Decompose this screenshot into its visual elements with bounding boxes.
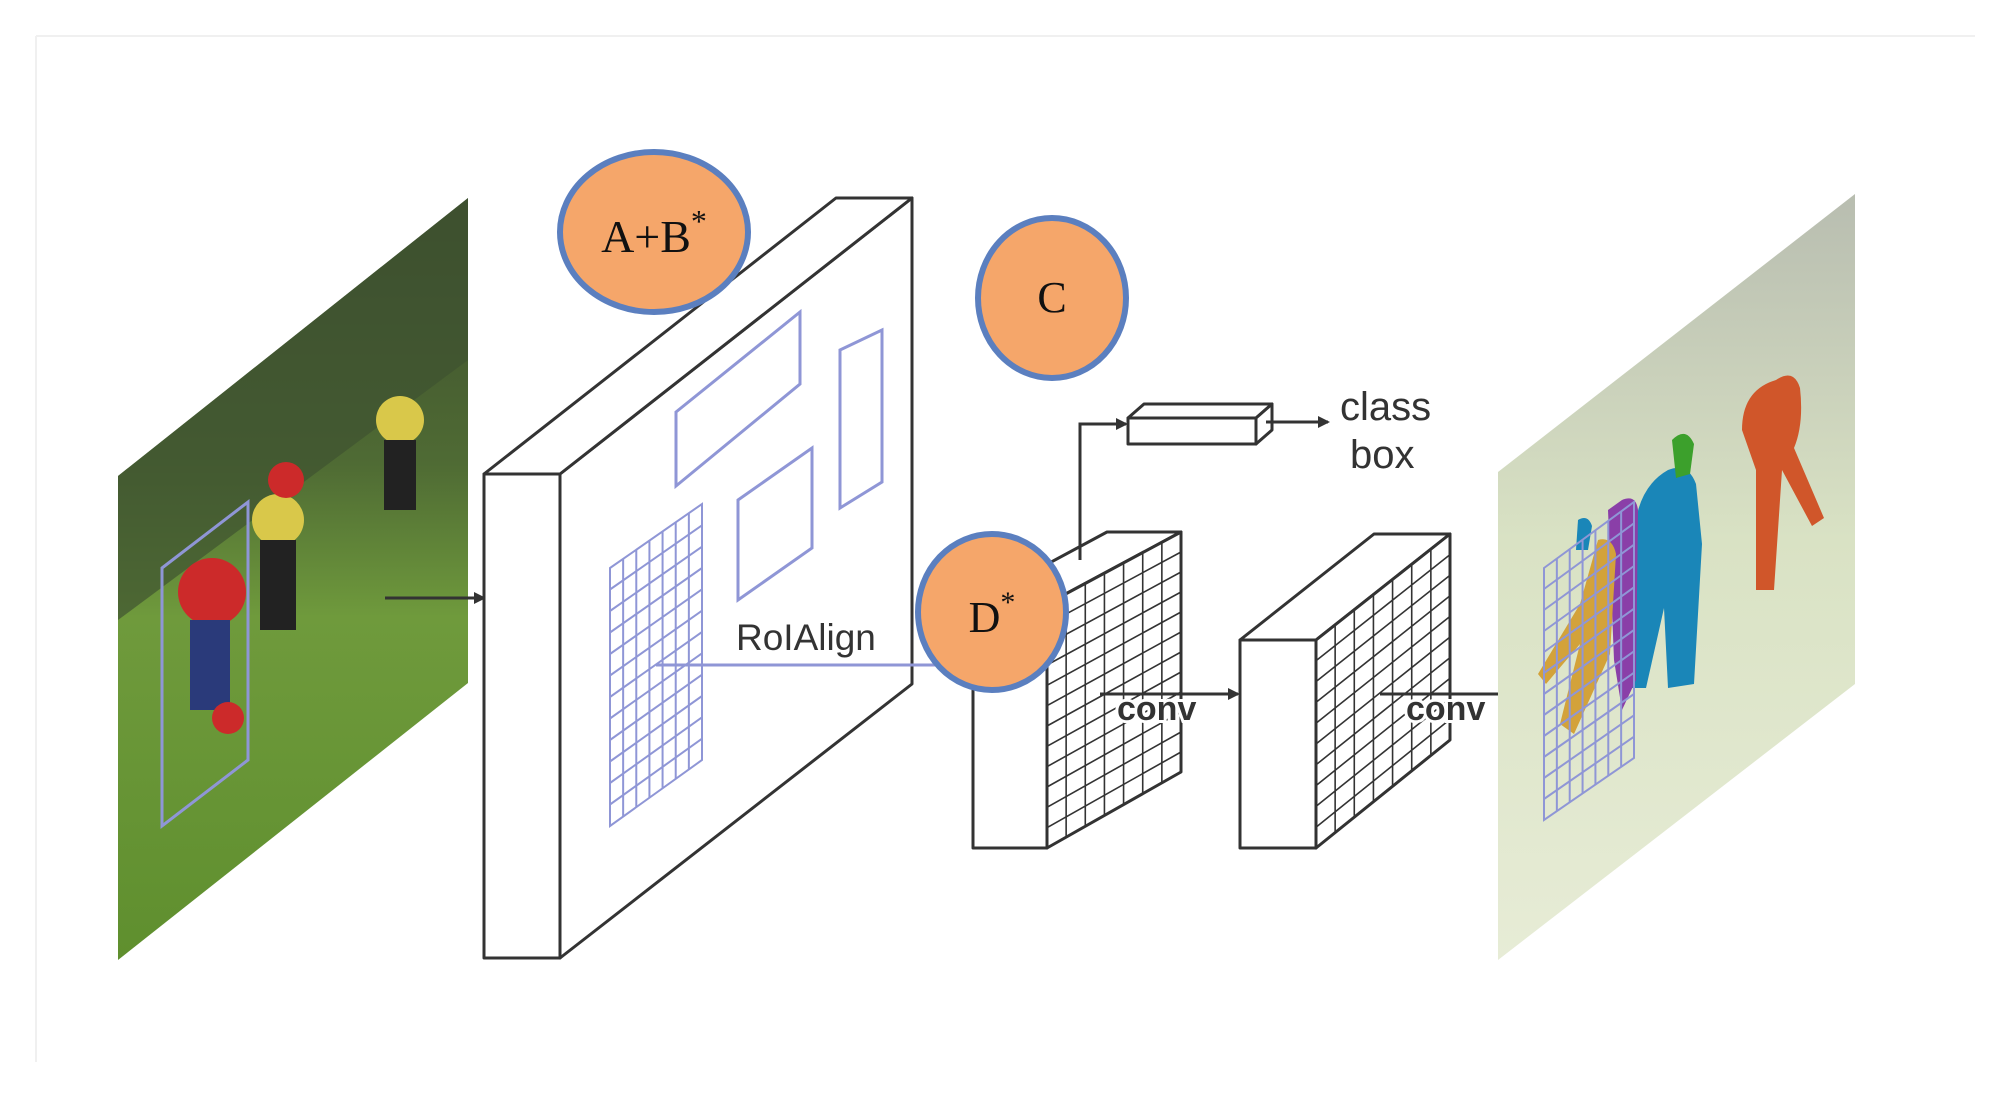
marker-c: C [975,215,1129,381]
head-block-2-grid-row-line [1315,698,1451,808]
output-roi-grid-row-line [1543,650,1635,716]
roi-grid-row-line [609,588,703,655]
output-roi-grid-row-line [1543,693,1635,758]
head-block-2-grid-row-line [1315,718,1451,828]
head-block-2-grid-row-line [1315,677,1451,787]
head-block-1-grid-row-line [1046,631,1182,707]
backbone-feature-map [482,196,914,960]
roi-rectangles [674,308,884,603]
head-block-2-grid-row-line [1315,574,1451,683]
head-block-2-grid-row-line [1315,595,1451,704]
marker-d-sup: * [1000,586,1015,619]
head-block-2-grid [1315,532,1451,850]
conv-label-2: conv [1406,690,1485,728]
class-box-branch-arrow [1078,418,1128,560]
input-image [118,198,468,960]
head-block-2-grid-row-line [1315,636,1451,745]
head-block-1-grid [1046,530,1182,850]
roi-grid-row-line [609,609,703,677]
class-label: class [1340,385,1431,429]
head-block-1-grid-row-line [1046,651,1182,727]
roi-grid-row-line [609,524,703,591]
head-block-1-grid-row-line [1046,551,1182,626]
head-block-2-grid-row-line [1315,656,1451,766]
head-block-1-grid-row-line [1046,691,1182,768]
output-roi-grid-row-line [1543,629,1635,695]
roi-grid-row-line [609,545,703,612]
head-block-1-grid-row-line [1046,731,1182,809]
head-block-2-grid-row-line [1315,553,1451,662]
head-block-1-grid-row-line [1046,571,1182,646]
head-block-1-grid-row-line [1046,671,1182,748]
box-label: box [1350,433,1415,477]
marker-c-main: C [1037,273,1066,322]
output-roi-grid-row-line [1543,565,1635,632]
head-block-2-grid-outline [1315,532,1451,850]
output-roi-grid [1543,500,1635,822]
roi-grid-row-line [609,695,703,763]
svg-text:A+B*: A+B* [601,203,707,262]
roi-grid [609,502,703,828]
output-roi-grid-row-line [1543,522,1635,590]
marker-ab-main: A+B [601,211,691,262]
svg-text:D*: D* [969,586,1016,642]
conv-label-1: conv [1117,690,1196,728]
marker-ab-sup: * [691,203,707,239]
output-roi-grid-row-line [1543,586,1635,653]
output-roi-grid-row-line [1543,607,1635,674]
head-block-1-grid-row-line [1046,611,1182,687]
roi-grid-row-line [609,567,703,634]
output-roi-grid-row-line [1543,735,1635,800]
head-block-1-grid-row-line [1046,711,1182,788]
head-block-1-grid-row-line [1046,591,1182,666]
output-image [1498,194,1855,960]
head-block-1-grid-row-line [1046,751,1182,829]
head-block-2-grid-row-line [1315,615,1451,724]
output-roi-grid-row-line [1543,543,1635,611]
head-block-2 [1238,532,1452,850]
output-roi-grid-row-line [1543,671,1635,737]
output-roi-grid-row-line [1543,714,1635,779]
roi-grid-row-line [609,737,703,806]
marker-ab: A+B* [557,149,751,315]
roialign-label: RoIAlign [736,617,876,658]
roi-grid-row-line [609,716,703,784]
marker-d-main: D [969,593,1001,642]
fc-box [1126,402,1274,446]
marker-d: D* [915,531,1069,693]
roi-grid-row-line [609,673,703,741]
